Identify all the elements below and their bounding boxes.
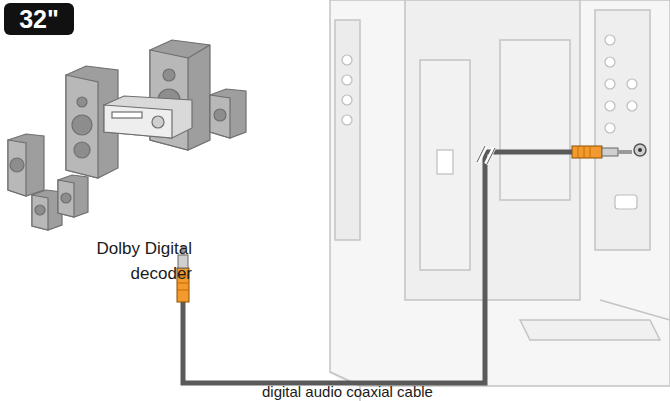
cable-label: digital audio coaxial cable [262,383,433,400]
device-label: Dolby Digital decoder [42,236,192,286]
size-text: 32" [19,7,59,32]
size-badge: 32" [4,3,74,35]
